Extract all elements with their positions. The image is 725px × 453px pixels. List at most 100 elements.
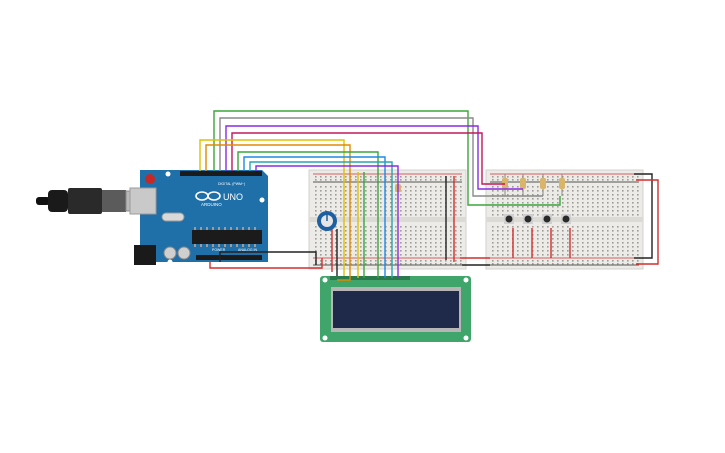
breadboard-hole	[587, 234, 589, 236]
breadboard-hole	[622, 210, 624, 212]
breadboard-hole	[430, 263, 432, 265]
breadboard-hole	[612, 246, 614, 248]
breadboard-hole	[355, 234, 357, 236]
power-jack	[134, 245, 156, 265]
breadboard-hole	[537, 260, 539, 262]
breadboard-hole	[345, 186, 347, 188]
breadboard-hole	[532, 202, 534, 204]
breadboard-hole	[572, 210, 574, 212]
lcd-16x2[interactable]	[320, 276, 471, 342]
breadboard-hole	[562, 246, 564, 248]
breadboard-hole	[325, 194, 327, 196]
breadboard-hole	[405, 230, 407, 232]
breadboard-hole	[315, 179, 317, 181]
breadboard-hole	[557, 238, 559, 240]
breadboard-hole	[360, 194, 362, 196]
reset-button[interactable]	[145, 174, 155, 184]
breadboard-hole	[517, 214, 519, 216]
breadboard-hole	[410, 198, 412, 200]
breadboard-hole	[507, 194, 509, 196]
arduino-uno-board[interactable]: ARDUINO UNO DIGITAL (PWM~) POWER ANALOG …	[129, 170, 268, 265]
breadboard-hole	[325, 263, 327, 265]
breadboard-hole	[400, 263, 402, 265]
breadboard-hole	[532, 186, 534, 188]
breadboard-hole	[405, 242, 407, 244]
breadboard-hole	[370, 263, 372, 265]
breadboard-hole	[325, 202, 327, 204]
breadboard-hole	[537, 194, 539, 196]
breadboard-hole	[627, 194, 629, 196]
breadboard-hole	[582, 226, 584, 228]
breadboard-hole	[547, 263, 549, 265]
usb-plug-icon	[36, 188, 155, 214]
breadboard-hole	[562, 234, 564, 236]
breadboard-hole	[430, 210, 432, 212]
breadboard-hole	[440, 263, 442, 265]
breadboard-hole	[320, 246, 322, 248]
breadboard-hole	[522, 238, 524, 240]
breadboard-hole	[460, 263, 462, 265]
breadboard-hole	[405, 202, 407, 204]
breadboard-hole	[330, 238, 332, 240]
breadboard-hole	[592, 214, 594, 216]
breadboard-hole	[395, 214, 397, 216]
breadboard-hole	[517, 242, 519, 244]
breadboard-hole	[335, 260, 337, 262]
breadboard-hole	[420, 206, 422, 208]
breadboard-hole	[587, 246, 589, 248]
breadboard-hole	[450, 179, 452, 181]
breadboard-hole	[617, 190, 619, 192]
wire-purple	[255, 165, 399, 278]
breadboard-hole	[517, 206, 519, 208]
wire-blue	[243, 156, 386, 278]
breadboard-hole	[355, 242, 357, 244]
breadboard-hole	[552, 238, 554, 240]
breadboard-hole	[492, 202, 494, 204]
breadboard-hole	[577, 230, 579, 232]
breadboard-hole	[450, 246, 452, 248]
breadboard-hole	[502, 246, 504, 248]
breadboard-hole	[632, 210, 634, 212]
breadboard-hole	[460, 254, 462, 256]
breadboard-hole	[395, 210, 397, 212]
breadboard-hole	[345, 198, 347, 200]
breadboard-hole	[627, 230, 629, 232]
breadboard-hole	[320, 260, 322, 262]
breadboard-hole	[415, 238, 417, 240]
breadboard-hole	[587, 230, 589, 232]
breadboard-hole	[365, 230, 367, 232]
breadboard-hole	[552, 202, 554, 204]
breadboard-hole	[410, 226, 412, 228]
breadboard-hole	[562, 250, 564, 252]
breadboard-hole	[365, 254, 367, 256]
breadboard-hole	[567, 260, 569, 262]
breadboard-hole	[410, 179, 412, 181]
breadboard-hole	[537, 206, 539, 208]
breadboard-hole	[420, 190, 422, 192]
breadboard-hole	[622, 260, 624, 262]
breadboard-hole	[355, 206, 357, 208]
breadboard-hole	[492, 226, 494, 228]
breadboard-hole	[315, 194, 317, 196]
breadboard-hole	[365, 190, 367, 192]
breadboard-hole	[607, 226, 609, 228]
breadboard-hole	[537, 190, 539, 192]
breadboard-hole	[612, 238, 614, 240]
potentiometer-icon[interactable]	[317, 211, 337, 231]
breadboard-hole	[527, 210, 529, 212]
breadboard-hole	[395, 242, 397, 244]
breadboard-hole	[405, 206, 407, 208]
pushbuttons[interactable]	[504, 214, 571, 224]
breadboard-hole	[390, 210, 392, 212]
breadboard-hole	[400, 246, 402, 248]
breadboard-hole	[320, 206, 322, 208]
breadboard-hole	[517, 202, 519, 204]
breadboard-hole	[592, 238, 594, 240]
breadboard-hole	[507, 242, 509, 244]
breadboard-hole	[405, 190, 407, 192]
breadboard-hole	[360, 186, 362, 188]
breadboard-hole	[405, 176, 407, 178]
breadboard-hole	[405, 263, 407, 265]
breadboard-hole	[340, 179, 342, 181]
breadboard-hole	[415, 234, 417, 236]
